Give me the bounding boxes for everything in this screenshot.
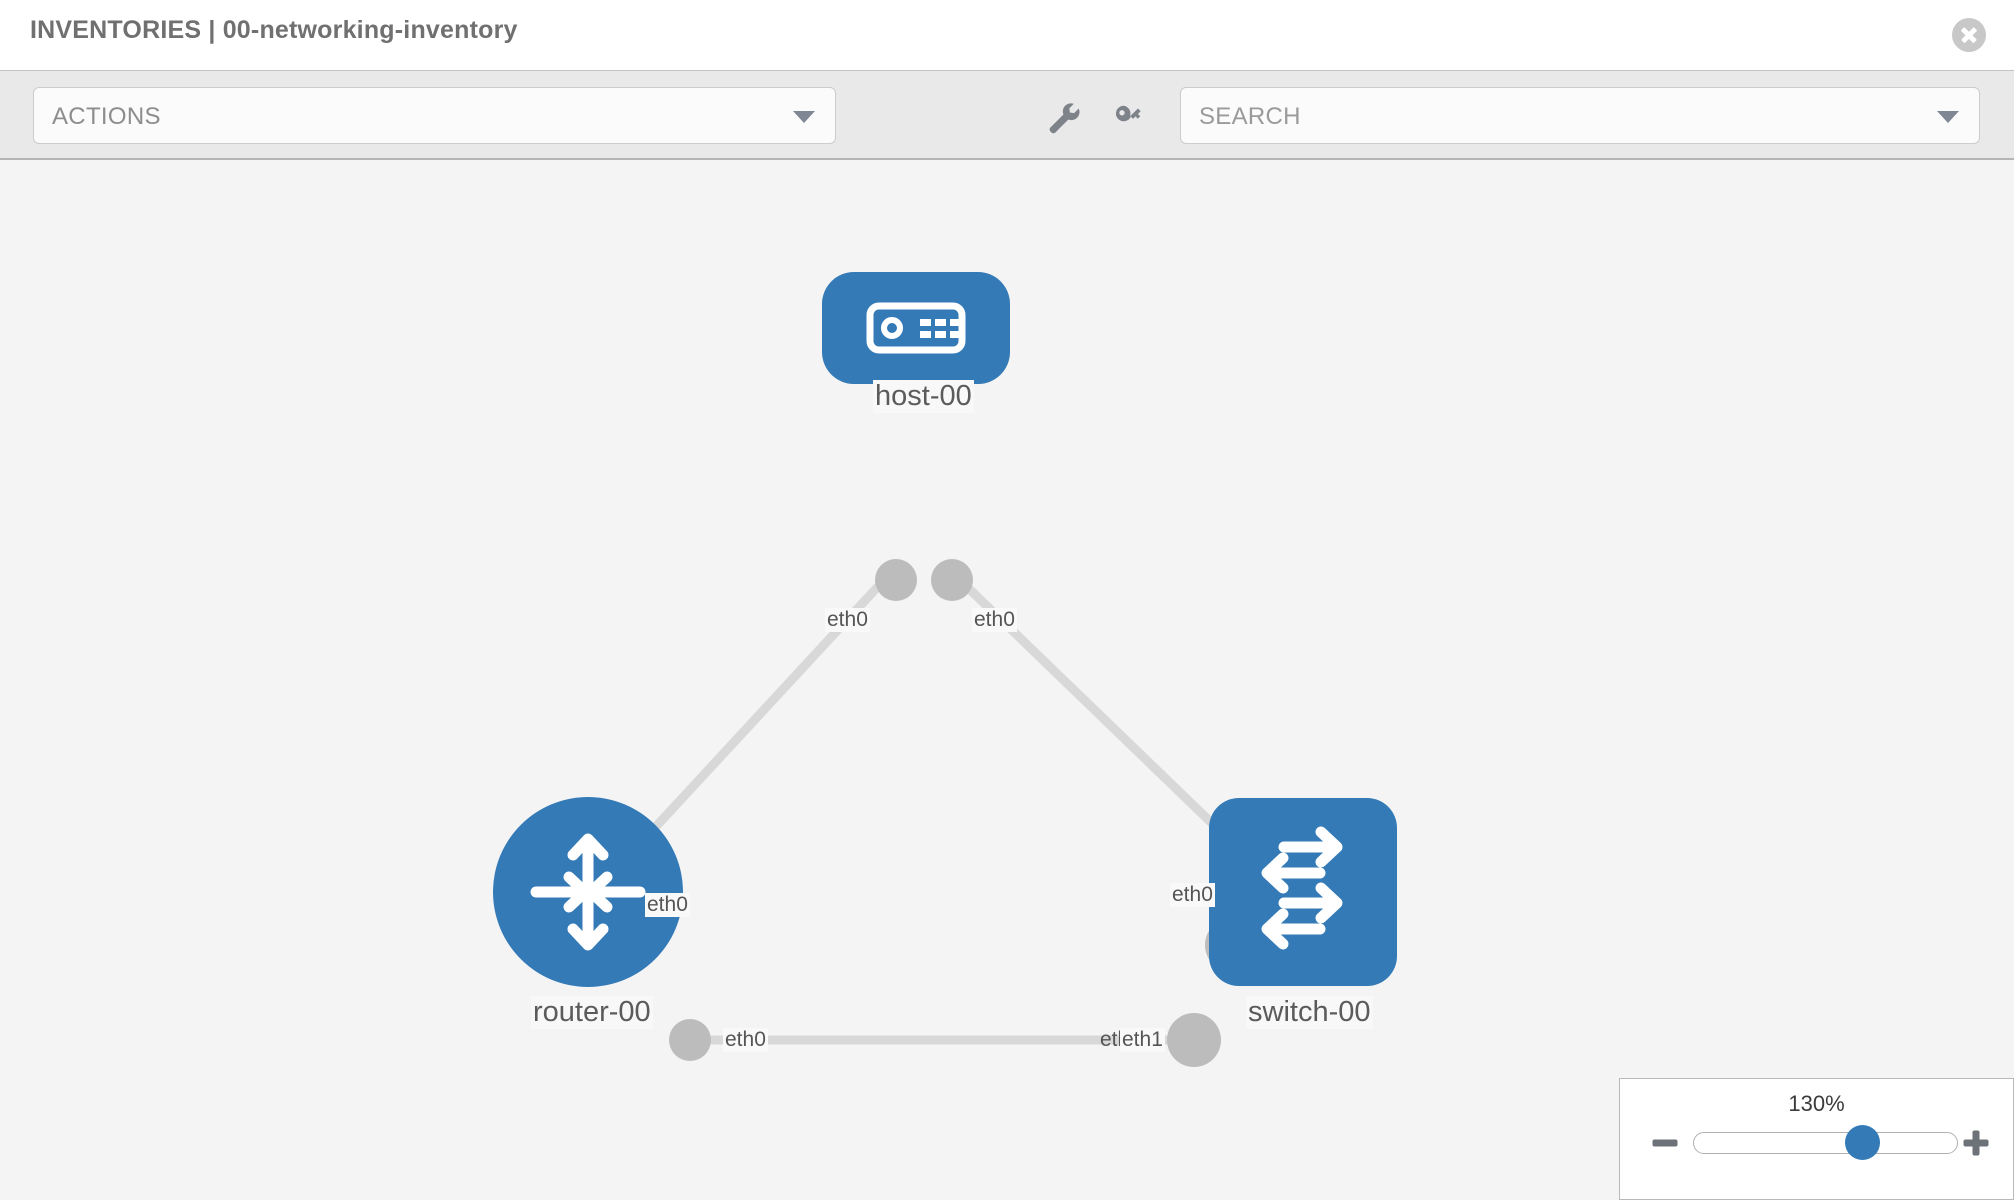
iface-label-switch-up: eth0: [1170, 883, 1215, 907]
key-icon[interactable]: [1112, 101, 1146, 135]
page-header: INVENTORIES | 00-networking-inventory: [0, 0, 2014, 70]
topology-graph: [493, 272, 1397, 1067]
wrench-icon[interactable]: [1047, 101, 1081, 135]
search-placeholder: SEARCH: [1199, 103, 1301, 130]
node-switch-00[interactable]: [1209, 798, 1397, 986]
link-edges: [620, 575, 1255, 1045]
connector-router-right[interactable]: [669, 1019, 711, 1061]
chevron-down-icon: [1937, 111, 1959, 123]
zoom-level-label: 130%: [1788, 1091, 1845, 1116]
connector-host-right[interactable]: [931, 559, 973, 601]
node-label-router-00: router-00: [531, 996, 653, 1029]
page-title: INVENTORIES | 00-networking-inventory: [30, 16, 518, 44]
node-router-00[interactable]: [493, 797, 683, 987]
zoom-slider-track[interactable]: [1693, 1125, 1958, 1160]
iface-label-router-up: eth0: [645, 893, 690, 917]
iface-label-switch-left: eth1: [1120, 1028, 1165, 1052]
topology-canvas[interactable]: host-00 router-00 switch-00 eth0 eth0 et…: [0, 160, 2014, 1200]
node-label-host-00: host-00: [873, 380, 974, 413]
plus-icon[interactable]: [1961, 1128, 1991, 1158]
minus-icon[interactable]: [1650, 1128, 1680, 1158]
close-icon[interactable]: [1952, 18, 1986, 52]
zoom-slider-thumb[interactable]: [1844, 1125, 1880, 1160]
iface-label-router-right: eth0: [723, 1028, 768, 1052]
connector-switch-left[interactable]: [1167, 1013, 1221, 1067]
actions-dropdown[interactable]: ACTIONS: [33, 87, 836, 144]
zoom-control-panel: 130%: [1619, 1078, 2014, 1200]
node-host-00[interactable]: [822, 272, 1010, 384]
link-connectors: [669, 559, 1259, 1067]
iface-label-host-right: eth0: [972, 608, 1017, 632]
search-input[interactable]: SEARCH: [1180, 87, 1980, 144]
actions-dropdown-label: ACTIONS: [52, 103, 161, 130]
connector-host-left[interactable]: [875, 559, 917, 601]
chevron-down-icon: [793, 111, 815, 123]
iface-label-host-left: eth0: [825, 608, 870, 632]
node-label-switch-00: switch-00: [1246, 996, 1373, 1029]
toolbar: ACTIONS SEARCH: [0, 70, 2014, 160]
